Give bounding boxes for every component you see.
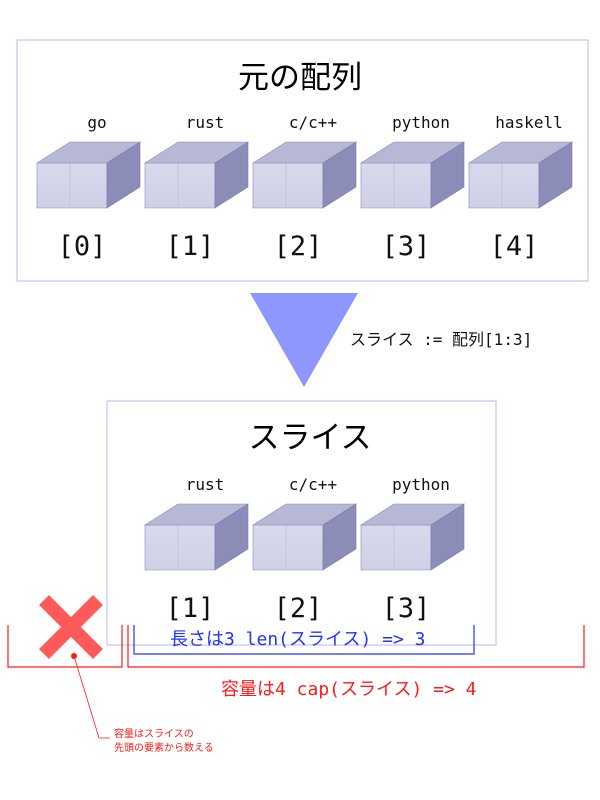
original-array-label: python: [392, 113, 450, 132]
slice-operation: スライス := 配列[1:3]: [350, 330, 532, 349]
original-array-box-side: [214, 141, 249, 209]
length-bracket: [133, 625, 475, 655]
original-array-index: [1]: [166, 231, 215, 262]
slice-box-side: [214, 503, 249, 571]
cross-icon: [39, 595, 103, 659]
original-array-box-front: [36, 162, 108, 209]
slice-element: c/c++ [2]: [251, 475, 358, 624]
excluded-bracket: [7, 625, 123, 668]
annotation-line-2: 先頭の要素から数える: [114, 741, 214, 754]
original-array-box-front: [252, 162, 324, 209]
slice-box-side: [430, 503, 465, 571]
slice-element: python [3]: [359, 475, 466, 624]
original-array-index: [4]: [490, 231, 539, 262]
slice-index: [3]: [382, 593, 431, 624]
original-array-label: rust: [186, 113, 225, 132]
original-array-element: go [0]: [35, 113, 142, 262]
original-array-element: c/c++ [2]: [251, 113, 358, 262]
slice-label: rust: [186, 475, 225, 494]
original-array-index: [0]: [58, 231, 107, 262]
slice-items: rust [1] c/c++ [2] python [3]: [143, 475, 466, 624]
original-array-index: [2]: [274, 231, 323, 262]
original-array-title: 元の配列: [238, 60, 362, 96]
original-array-items: go [0] rust [1] c/c++ [2] python [3] haskell [4]: [35, 113, 574, 262]
slice-box-side: [322, 503, 357, 571]
capacity-label: 容量は4 cap(スライス) => 4: [221, 679, 477, 700]
original-array-element: haskell [4]: [467, 113, 574, 262]
length-label: 長さは3 len(スライス) => 3: [170, 629, 426, 650]
original-array-index: [3]: [382, 231, 431, 262]
original-array-box-front: [144, 162, 216, 209]
original-array-box-side: [538, 141, 573, 209]
slice-title: スライス: [248, 420, 371, 456]
down-arrow-icon: [250, 293, 358, 387]
original-array-box-front: [360, 162, 432, 209]
original-array-box-side: [106, 141, 141, 209]
annotation-leader: [73, 655, 110, 739]
slice-box-front: [252, 524, 324, 571]
original-array-label: go: [87, 113, 106, 132]
original-array-box-side: [430, 141, 465, 209]
slice-label: python: [392, 475, 450, 494]
slice-box-front: [144, 524, 216, 571]
original-array-box-front: [468, 162, 540, 209]
original-array-label: c/c++: [289, 113, 337, 132]
slice-index: [1]: [166, 593, 215, 624]
capacity-bracket: [127, 625, 585, 668]
original-array-label: haskell: [495, 113, 562, 132]
original-array-element: rust [1]: [143, 113, 250, 262]
original-array-box-side: [322, 141, 357, 209]
slice-box-front: [360, 524, 432, 571]
slice-element: rust [1]: [143, 475, 250, 624]
slice-label: c/c++: [289, 475, 337, 494]
original-array-element: python [3]: [359, 113, 466, 262]
slice-index: [2]: [274, 593, 323, 624]
annotation-line-1: 容量はスライスの: [114, 727, 194, 740]
